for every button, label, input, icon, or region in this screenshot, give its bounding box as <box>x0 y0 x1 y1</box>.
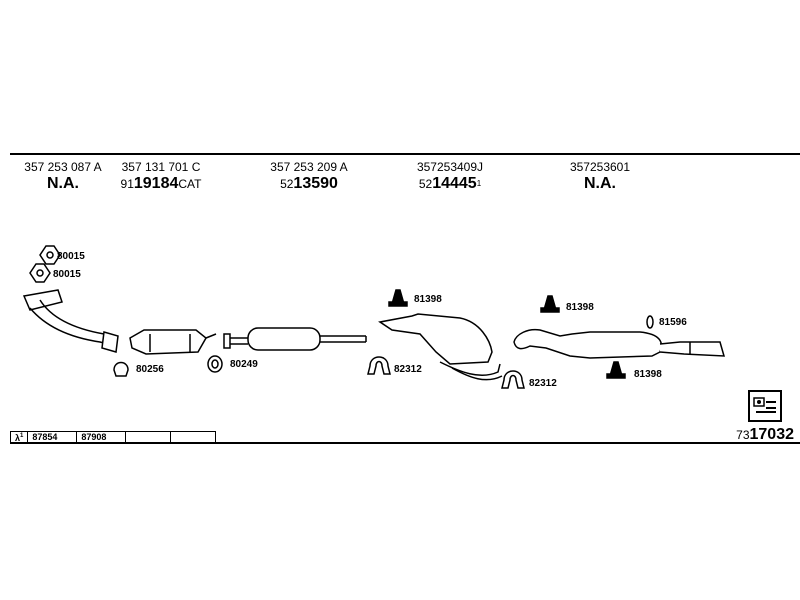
clamp-icon <box>113 361 129 377</box>
hanger-icon <box>540 295 560 313</box>
part-label-gasket: 80015 <box>53 269 81 280</box>
header-column-3: 357 253 209 A 5213590 <box>264 160 354 194</box>
lambda-value: 87854 <box>27 431 78 444</box>
hanger-icon <box>606 361 626 379</box>
part-code: 5213590 <box>280 175 338 192</box>
part-code: 52144451 <box>418 175 482 192</box>
footer-rule <box>10 442 800 444</box>
part-label-rubber-ring: 81596 <box>659 317 687 328</box>
header-rule <box>10 153 800 155</box>
oe-number: 357253601 <box>569 160 631 174</box>
clamp-icon <box>367 356 391 375</box>
header-column-4: 357253409J 52144451 <box>408 160 492 194</box>
header-column-2: 357 131 701 C 9119184CAT <box>112 160 210 194</box>
header-column-5: 357253601 N.A. <box>560 160 640 194</box>
lambda-sensor-table: λ1 87854 87908 <box>9 431 217 444</box>
gasket-icon <box>29 263 51 283</box>
oe-number: 357 253 087 A <box>24 160 102 174</box>
part-label-ring: 80249 <box>230 359 258 370</box>
oe-number: 357253409J <box>416 160 484 174</box>
part-code: N.A. <box>584 175 616 192</box>
oe-number: 357 253 209 A <box>270 160 348 174</box>
part-label-gasket: 80015 <box>57 251 85 262</box>
part-code: N.A. <box>47 175 79 192</box>
middle-silencer <box>378 313 503 381</box>
part-label-hanger: 81398 <box>634 369 662 380</box>
oe-number: 357 131 701 C <box>121 160 201 174</box>
part-label-clamp: 82312 <box>394 364 422 375</box>
center-muffler <box>223 327 367 351</box>
clamp-icon <box>501 370 525 389</box>
catalytic-converter <box>129 329 217 355</box>
rubber-ring-icon <box>646 315 654 329</box>
lambda-value: 87908 <box>76 431 127 444</box>
rear-silencer <box>513 328 726 359</box>
part-label-clamp: 80256 <box>136 364 164 375</box>
part-label-clamp: 82312 <box>529 378 557 389</box>
part-label-hanger: 81398 <box>414 294 442 305</box>
lambda-empty-cell <box>125 431 172 444</box>
gasket-icon <box>39 245 61 265</box>
front-pipe <box>22 289 119 353</box>
brand-logo-icon <box>748 390 782 422</box>
part-label-hanger: 81398 <box>566 302 594 313</box>
lambda-symbol: λ1 <box>9 431 29 444</box>
part-code: 9119184CAT <box>120 175 202 192</box>
hanger-icon <box>388 289 408 307</box>
header-column-1: 357 253 087 A N.A. <box>22 160 104 194</box>
article-number: 7317032 <box>736 426 794 443</box>
ring-icon <box>207 355 223 373</box>
lambda-empty-cell <box>170 431 217 444</box>
